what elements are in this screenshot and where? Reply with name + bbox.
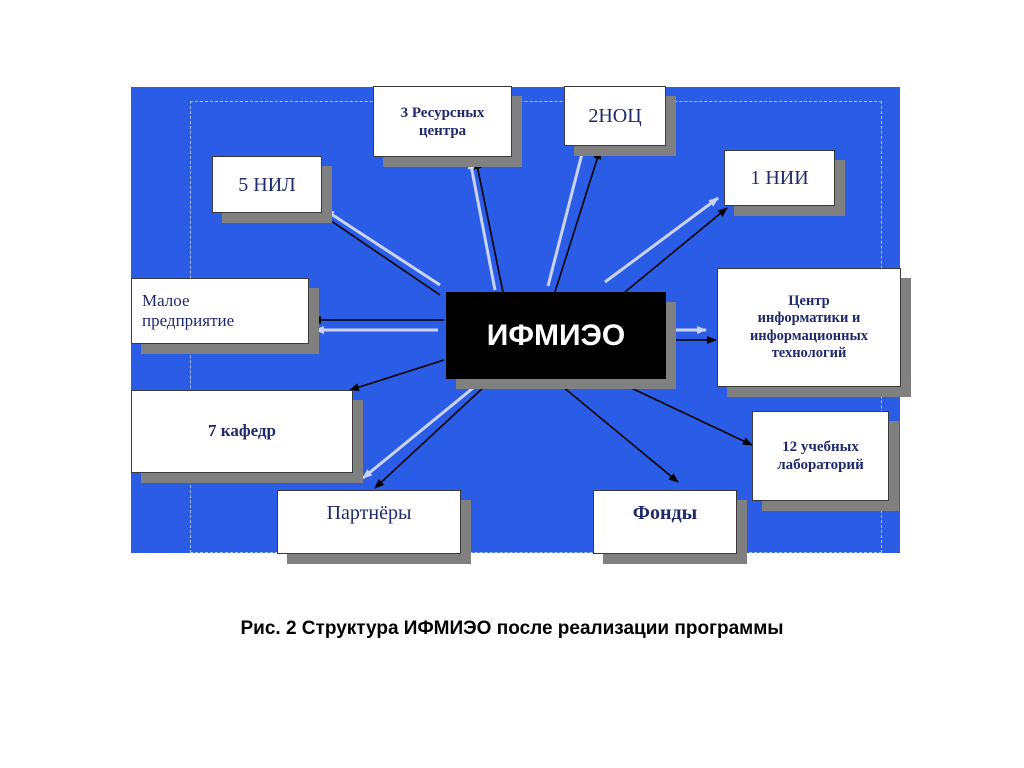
node-partners: Партнёры <box>277 490 461 554</box>
center-label: ИФМИЭО <box>486 318 626 352</box>
node-resources-line2: центра <box>418 122 467 139</box>
node-nii: 1 НИИ <box>724 150 835 206</box>
arrow-funds <box>544 371 679 483</box>
node-it-center-line4: технологий <box>771 344 847 361</box>
arrow-nii <box>624 207 728 293</box>
arrow-labs <box>609 377 753 446</box>
node-noc-label: 2НОЦ <box>588 105 642 127</box>
center-node: ИФМИЭО <box>446 292 666 379</box>
node-labs: 12 учебных лабораторий <box>752 411 889 501</box>
arrow-noc <box>554 149 602 293</box>
node-departments: 7 кафедр <box>131 390 353 473</box>
node-labs-line1: 12 учебных <box>782 439 859 455</box>
arrow-resources <box>473 159 504 293</box>
node-labs-line2: лабораторий <box>777 457 864 473</box>
node-it-center: Центр информатики и информационных техно… <box>717 268 901 387</box>
arrow-light-nii <box>604 196 719 284</box>
node-it-center-line2: информатики и <box>757 310 861 327</box>
node-funds-label: Фонды <box>632 502 698 524</box>
node-nil-label: 5 НИЛ <box>238 173 296 196</box>
node-nil: 5 НИЛ <box>212 156 322 213</box>
arrow-nil <box>317 211 441 296</box>
node-noc: 2НОЦ <box>564 86 666 146</box>
node-funds: Фонды <box>593 490 737 554</box>
node-small-enterprise-line1: Малое <box>142 290 190 310</box>
node-it-center-line3: информационных <box>749 327 869 344</box>
arrow-departments <box>349 359 445 392</box>
node-small-enterprise: Малое предприятие <box>131 278 309 344</box>
arrow-light-nil <box>324 208 441 287</box>
dark-arrows <box>311 149 753 489</box>
node-resources: 3 Ресурсных центра <box>373 86 512 157</box>
node-small-enterprise-line2: предприятие <box>142 311 235 330</box>
node-nii-label: 1 НИИ <box>750 167 809 189</box>
arrow-partners <box>374 371 501 489</box>
node-it-center-line1: Центр <box>788 292 830 309</box>
figure-caption: Рис. 2 Структура ИФМИЭО после реализации… <box>240 618 784 639</box>
arrow-light-noc <box>546 141 587 287</box>
node-resources-line1: 3 Ресурсных <box>400 104 485 121</box>
arrow-light-partners <box>362 368 496 480</box>
light-arrows <box>314 141 719 480</box>
arrow-light-resources <box>467 159 497 291</box>
node-partners-label: Партнёры <box>326 502 412 524</box>
node-departments-label: 7 кафедр <box>208 421 276 441</box>
